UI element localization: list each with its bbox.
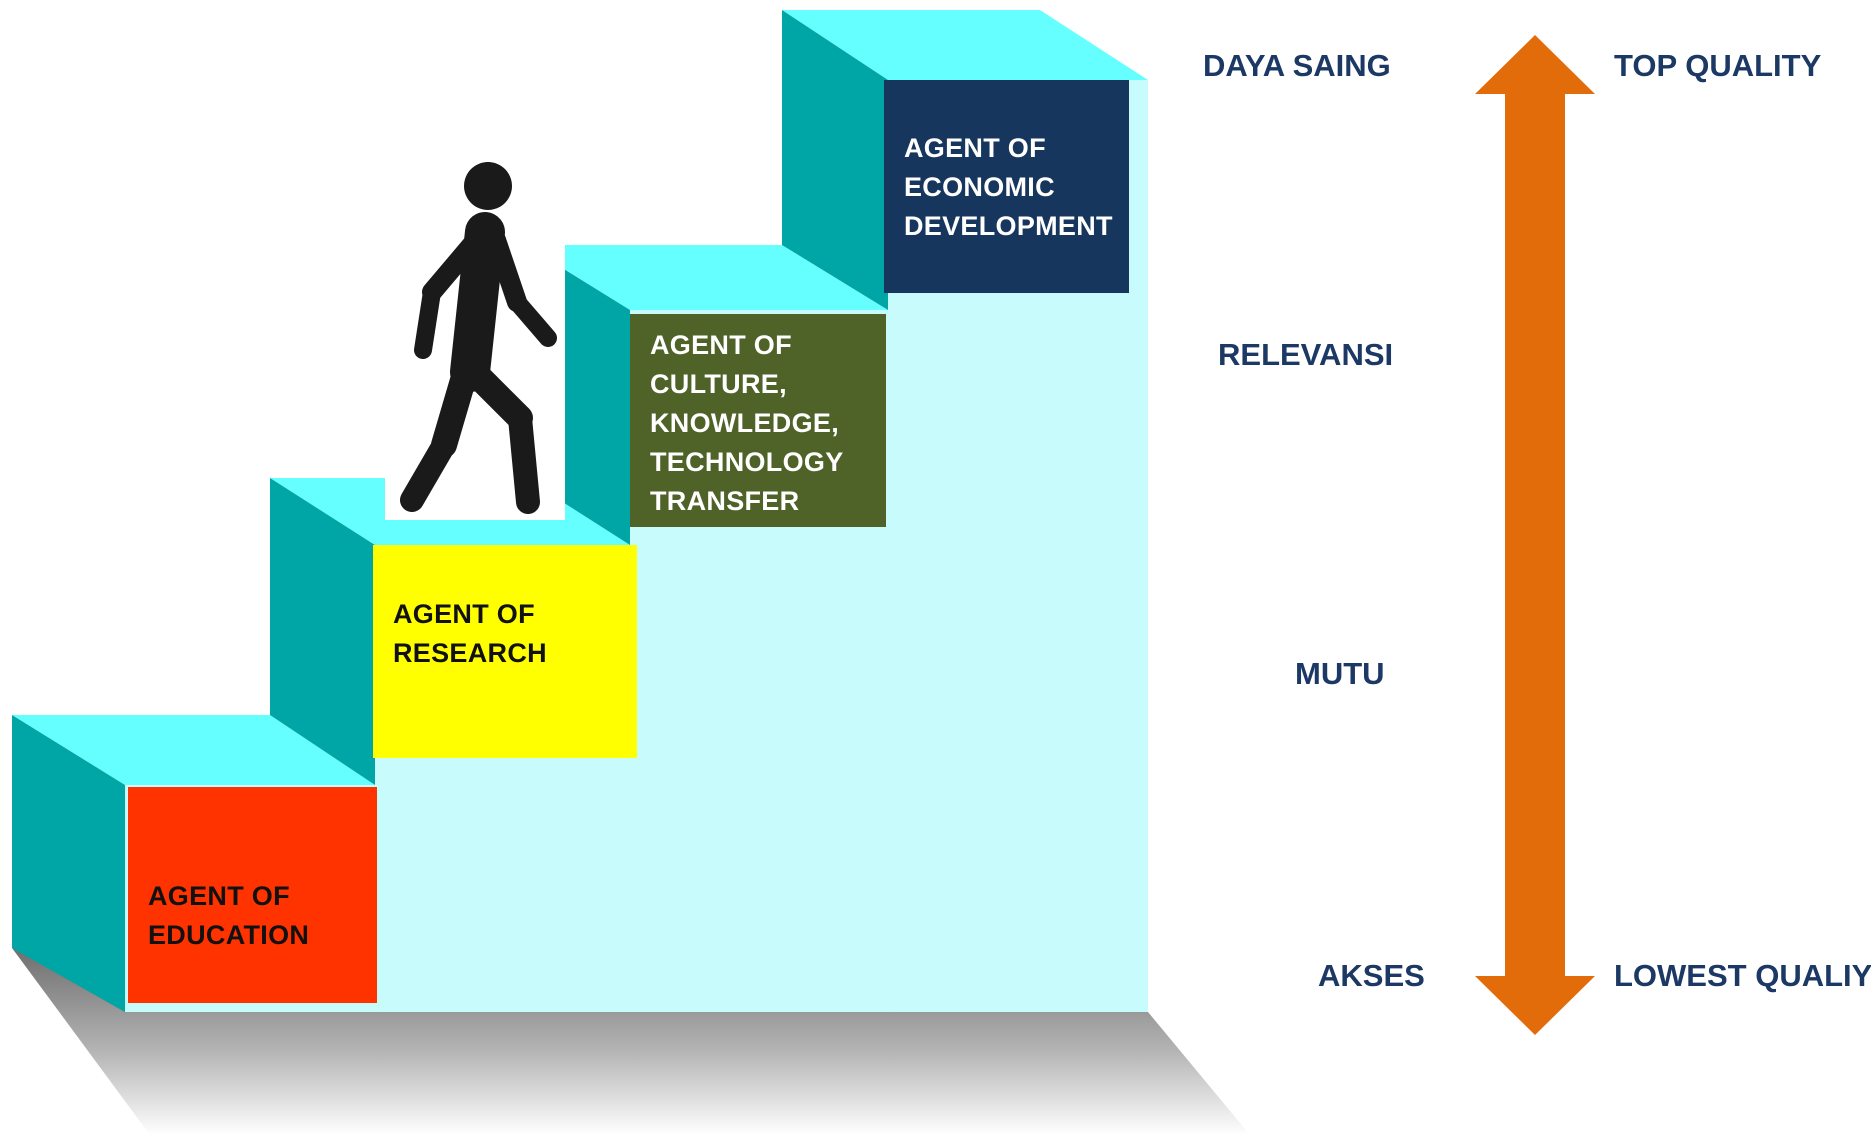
riser-side-1 <box>12 715 125 1012</box>
step-agent-of-education: AGENT OF EDUCATION <box>128 787 377 1003</box>
level-label-akses: AKSES <box>1318 958 1425 993</box>
step-label: AGENT OF ECONOMIC DEVELOPMENT <box>904 133 1113 241</box>
step-label: AGENT OF CULTURE, KNOWLEDGE, TECHNOLOGY … <box>650 330 844 516</box>
step-agent-of-economic-development: AGENT OF ECONOMIC DEVELOPMENT <box>884 80 1129 293</box>
walker-back-leg-lower <box>400 433 456 512</box>
level-label-daya-saing: DAYA SAING <box>1203 48 1391 83</box>
walker-back-arm-lower <box>414 283 441 359</box>
step-agent-of-research: AGENT OF RESEARCH <box>373 545 637 758</box>
tread-4 <box>782 10 1148 80</box>
double-headed-arrow-icon <box>1475 35 1595 1035</box>
walker-back-arm-upper <box>422 230 486 302</box>
walker-front-leg-lower <box>508 406 540 514</box>
level-label-relevansi: RELEVANSI <box>1218 337 1394 372</box>
step-agent-of-culture-knowledge-technology-transfer: AGENT OF CULTURE, KNOWLEDGE, TECHNOLOGY … <box>630 314 886 527</box>
walker-torso <box>450 212 505 392</box>
walker-front-arm-lower <box>508 293 557 347</box>
step-label: AGENT OF RESEARCH <box>393 599 547 668</box>
quality-label-bottom: LOWEST QUALIY <box>1614 958 1871 993</box>
riser-side-2 <box>270 478 375 785</box>
step-label: AGENT OF EDUCATION <box>148 881 310 950</box>
walker-front-arm-upper <box>486 230 527 312</box>
quality-label-top: TOP QUALITY <box>1614 48 1822 83</box>
riser-side-4 <box>782 10 888 310</box>
tread-3 <box>525 245 888 310</box>
level-label-mutu: MUTU <box>1295 656 1385 691</box>
walker-head <box>464 162 512 210</box>
tread-1 <box>12 715 375 785</box>
walker-back-leg-upper <box>431 357 479 458</box>
walking-person-icon <box>385 140 565 520</box>
